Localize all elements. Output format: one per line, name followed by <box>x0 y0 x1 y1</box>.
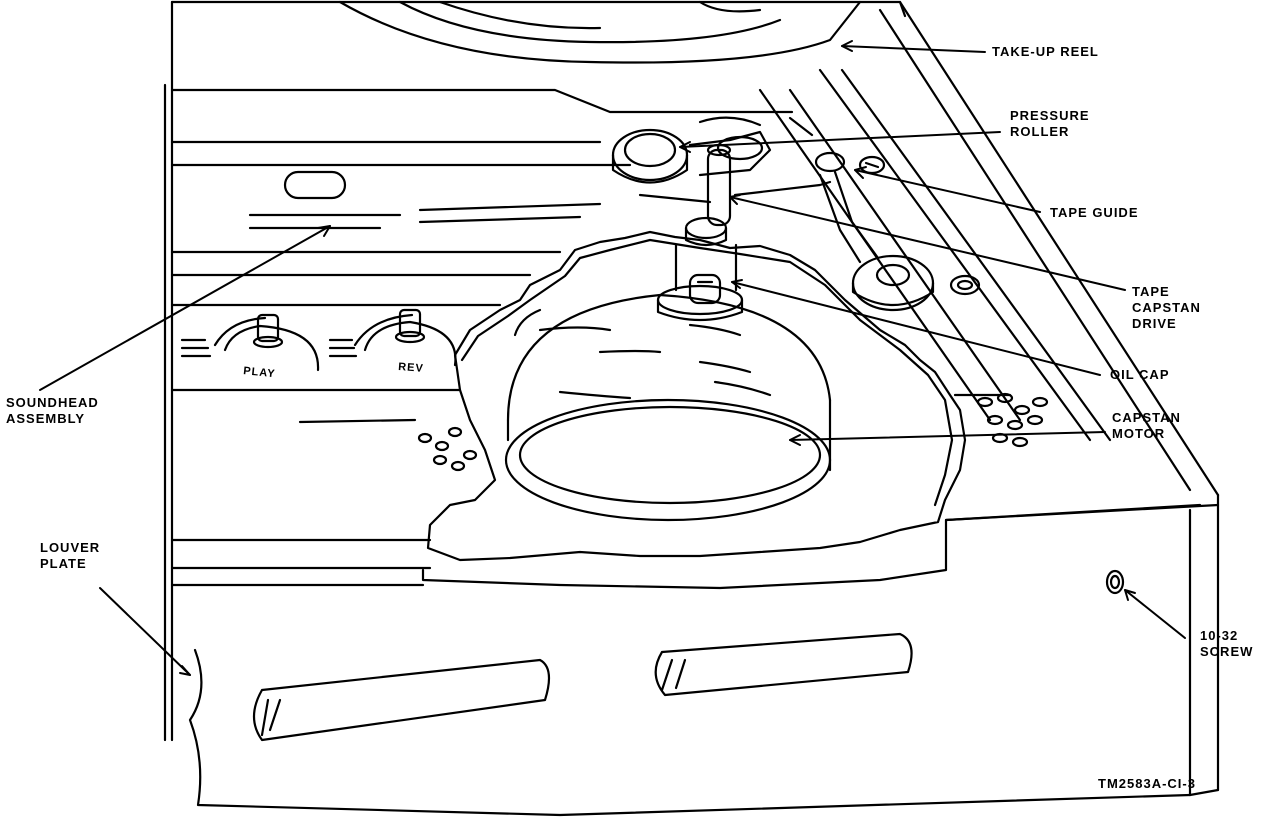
label-tape-capstan-drive-line2: CAPSTAN <box>1132 300 1201 315</box>
tape-guide-drawing <box>698 116 981 312</box>
soundhead-assembly-drawing: PLAY REV <box>163 83 632 742</box>
label-tape-capstan-drive-line1: TAPE <box>1132 284 1170 299</box>
side-vents <box>953 392 1049 448</box>
take-up-reel <box>338 0 862 64</box>
label-soundhead-assembly: SOUNDHEAD ASSEMBLY <box>6 395 99 427</box>
pressure-roller-drawing <box>611 128 832 227</box>
louver-plate-drawing <box>170 493 1220 817</box>
label-pressure-roller-line1: PRESSURE <box>1010 108 1090 123</box>
label-tape-capstan-drive-line3: DRIVE <box>1132 316 1177 331</box>
label-pressure-roller: PRESSURE ROLLER <box>1010 108 1090 140</box>
label-screw-line2: SCREW <box>1200 644 1254 659</box>
top-deck <box>170 0 1220 497</box>
play-label: PLAY <box>243 365 276 380</box>
leader-lines <box>39 40 1186 676</box>
label-tape-guide: TAPE GUIDE <box>1050 205 1139 220</box>
label-oil-cap: OIL CAP <box>1110 367 1170 382</box>
label-capstan-motor-line1: CAPSTAN <box>1112 410 1181 425</box>
label-tape-capstan-drive: TAPE CAPSTAN DRIVE <box>1132 284 1201 332</box>
label-screw-line1: 10-32 <box>1200 628 1239 643</box>
label-soundhead-assembly-line1: SOUNDHEAD <box>6 395 99 410</box>
label-louver-plate-line2: PLATE <box>40 556 87 571</box>
label-louver-plate-line1: LOUVER <box>40 540 101 555</box>
figure-number: TM2583A-CI-3 <box>1098 776 1196 791</box>
label-capstan-motor-line2: MOTOR <box>1112 426 1166 441</box>
capstan-motor-drawing <box>504 293 832 522</box>
rev-label: REV <box>398 361 424 375</box>
screw-drawing <box>1105 569 1125 595</box>
label-pressure-roller-line2: ROLLER <box>1010 124 1070 139</box>
cutaway-outline <box>421 230 1202 590</box>
label-louver-plate: LOUVER PLATE <box>40 540 100 572</box>
label-screw: 10-32 SCREW <box>1200 628 1253 660</box>
label-soundhead-assembly-line2: ASSEMBLY <box>6 411 86 426</box>
label-take-up-reel: TAKE-UP REEL <box>992 44 1099 59</box>
label-capstan-motor: CAPSTAN MOTOR <box>1112 410 1181 442</box>
